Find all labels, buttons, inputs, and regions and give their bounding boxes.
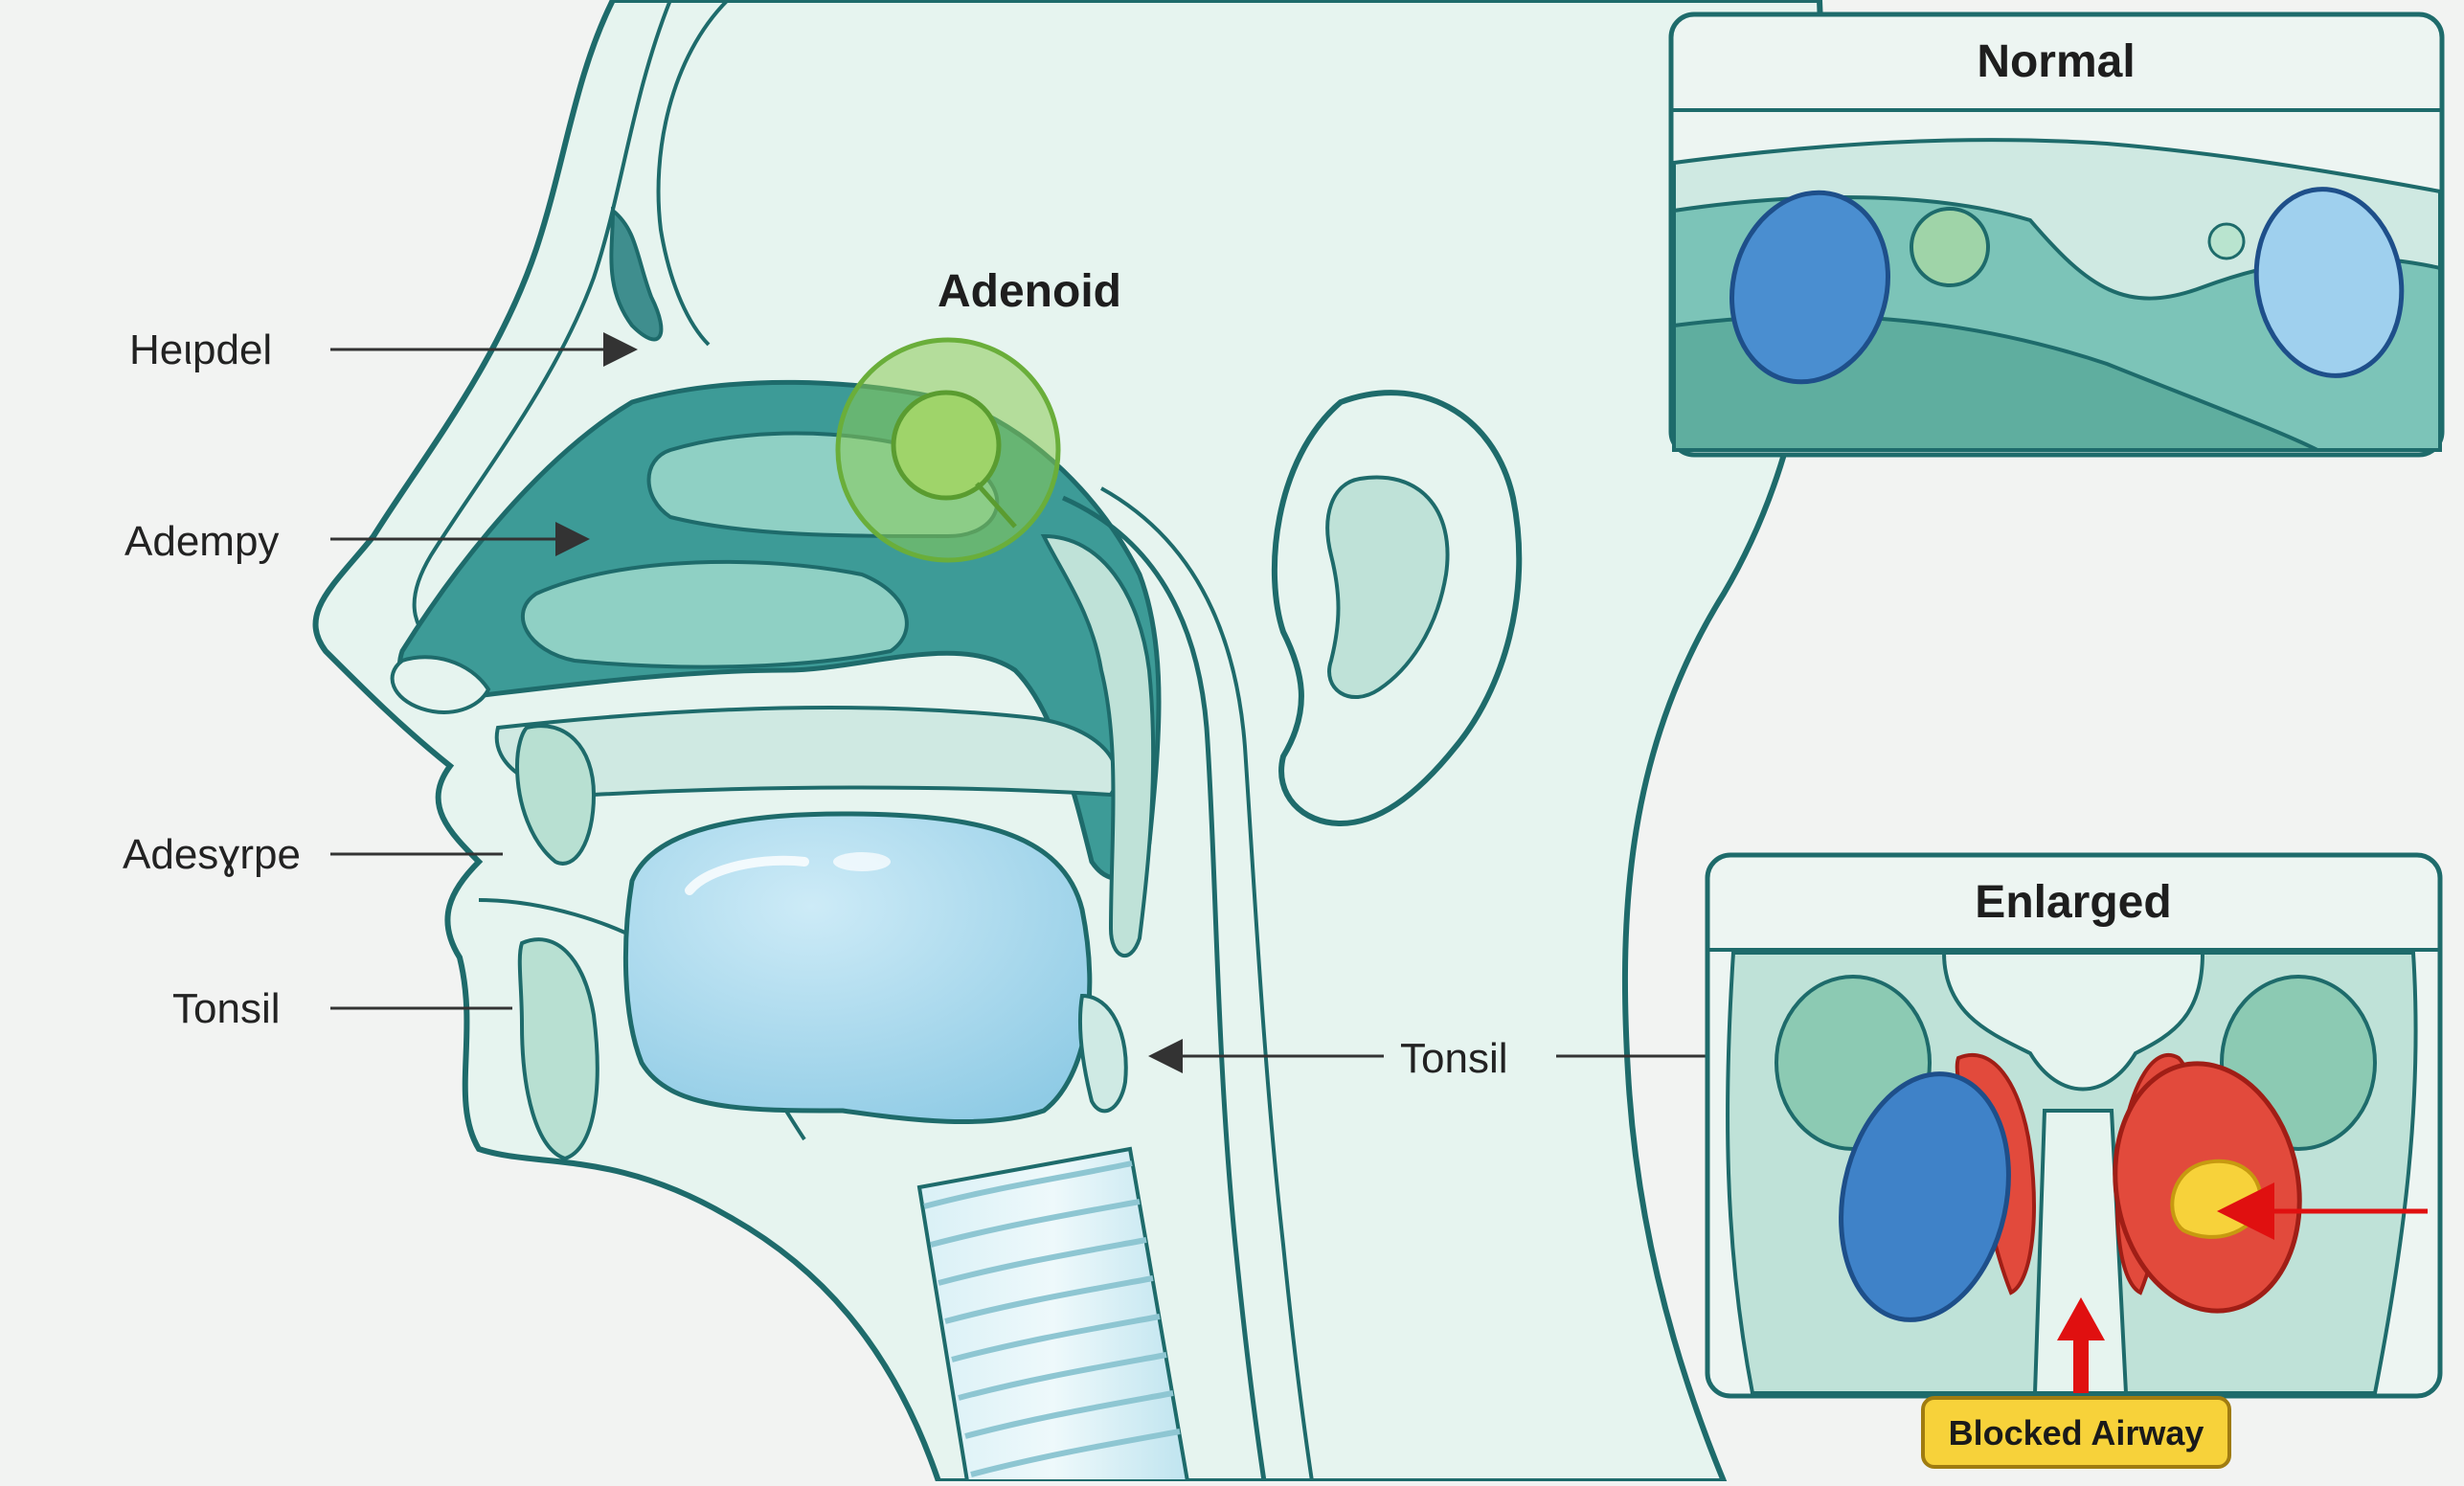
mouth-region: [478, 724, 806, 1161]
normal-tonsil-left: [1729, 190, 1890, 385]
tongue-shine: [833, 852, 891, 871]
enlarged-panel-title: Enlarged: [1975, 877, 2171, 928]
label-left-4: Tonsil: [172, 985, 281, 1032]
label-right-tonsil: Tonsil: [1400, 1035, 1508, 1082]
enlarged-tonsil-blue: [1839, 1071, 2011, 1322]
label-left-1: Heιpdel: [129, 326, 272, 373]
pharynx-wall-2: [1100, 486, 1314, 1482]
adenoid-core: [891, 390, 1002, 501]
lower-jaw-bone: [517, 937, 599, 1161]
frontal-sinus: [609, 206, 664, 342]
pharynx: [1040, 486, 1314, 1482]
adenoid-title: Adenoid: [938, 266, 1121, 317]
left-labels: Adenoid Heιpdel Adempy Adesɣrpe Tonsil T…: [123, 266, 1835, 1082]
blocked-airway-label: Blocked Airway: [1949, 1413, 2204, 1452]
tongue: [622, 811, 1093, 1125]
enlarged-tonsil-yellow-spot: [2170, 1159, 2263, 1239]
normal-small-node: [2207, 222, 2246, 260]
blocked-arrow-shaft: [2073, 1336, 2089, 1393]
nostril: [390, 655, 491, 714]
soft-tissue-back: [1040, 533, 1156, 958]
trachea: [916, 1146, 1190, 1483]
normal-adenoid: [1910, 207, 1990, 287]
normal-panel-illustration: [1672, 138, 2442, 452]
face-inner-outline: [412, 0, 672, 663]
trachea-rings: [923, 1160, 1181, 1477]
normal-panel: Normal: [1668, 11, 2445, 458]
label-left-2: Adempy: [124, 518, 279, 565]
nasal-concha-lower: [520, 559, 909, 669]
upper-lip-bone: [514, 724, 597, 866]
ear: [1271, 390, 1523, 827]
tongue-highlight: [685, 855, 809, 895]
blocked-airway-badge: Blocked Airway: [1921, 1396, 2231, 1469]
enlarged-panel-illustration: [1726, 951, 2428, 1395]
airway-channel: [2032, 1109, 2129, 1395]
epiglottis: [1078, 993, 1128, 1114]
normal-panel-title: Normal: [1977, 36, 2135, 87]
ear-inner: [1325, 475, 1450, 700]
label-left-3: Adesɣrpe: [123, 831, 301, 878]
tongue-shape: [622, 811, 1093, 1125]
enlarged-panel: Enlarged Blocked Airway: [1705, 852, 2443, 1469]
blocked-arrow-head: [2057, 1297, 2105, 1340]
adenoid-marker: [835, 337, 1061, 563]
pharynx-wall-1: [1061, 495, 1267, 1482]
normal-tonsil-right: [2253, 187, 2405, 378]
forehead-line: [656, 0, 730, 347]
adenoid-pointer: [975, 482, 1017, 529]
